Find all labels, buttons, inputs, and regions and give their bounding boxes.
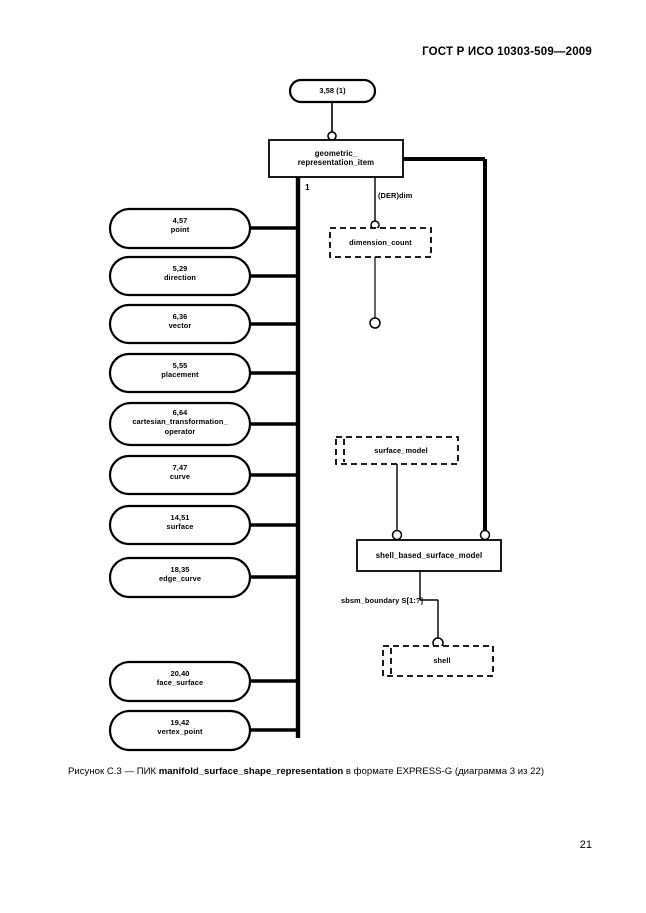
subtype-oval-9 [108,709,252,752]
subtype-oval-5 [108,454,252,496]
shell-box [382,645,494,677]
dimension-count-box [329,227,432,258]
subtype-oval-6 [108,504,252,546]
figure-caption-prefix: Рисунок С.3 — ПИК [68,766,159,777]
subtype-oval-4 [108,401,252,447]
figure-caption-entity: manifold_surface_shape_representation [158,766,344,777]
document-header-standard-number: ГОСТ Р ИСО 10303-509—2009 [422,46,592,58]
der-dim-label: (DER)dim [378,191,413,200]
figure-caption: Рисунок С.3 — ПИК manifold_surface_shape… [68,765,588,779]
subtype-oval-0 [108,207,252,250]
subtype-oval-8 [108,660,252,703]
page-ref-circle [327,131,337,141]
express-g-diagram: 3,58 (1) geometric_ representation_item … [108,78,502,752]
page-number: 21 [579,839,592,851]
subtype-oval-3 [108,352,252,394]
dimension-count-terminal-circle [369,317,381,329]
subtype-oval-1 [108,255,252,297]
root-entity-box [268,139,404,178]
diagram-canvas [108,78,502,752]
spine-cardinality-marker: 1 [305,182,310,192]
subtype-oval-7 [108,556,252,599]
sbsm-boundary-label: sbsm_boundary S[1:?] [341,596,424,605]
shell-based-surface-model-box [356,539,502,572]
surface-model-box [335,436,459,465]
root-branch-circle [479,529,491,541]
surface-model-circle [391,529,403,541]
subtype-oval-2 [108,303,252,345]
page-ref-box [288,78,377,104]
figure-caption-suffix: в формате EXPRESS-G (диаграмма 3 из 22) [343,766,545,777]
